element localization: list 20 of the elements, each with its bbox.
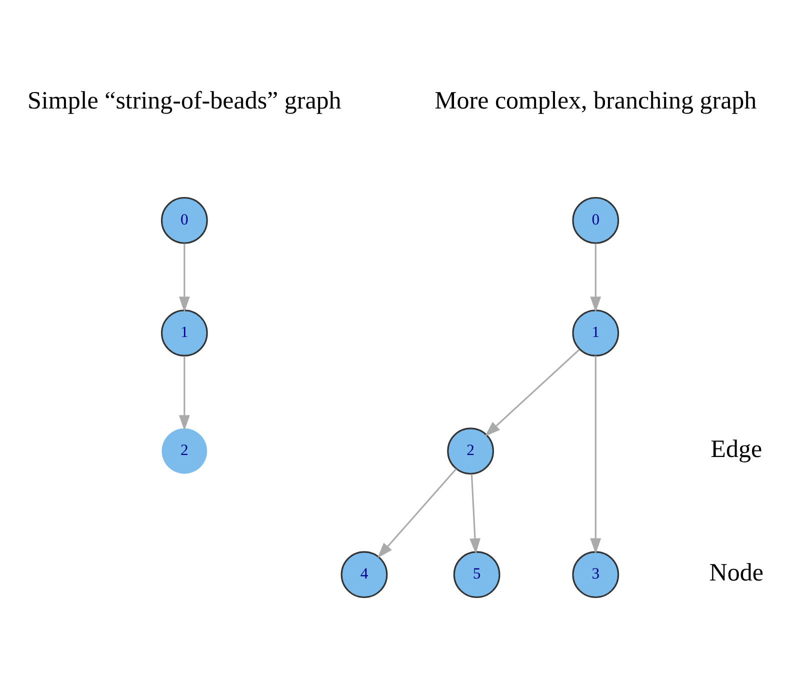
arrow — [178, 356, 190, 431]
arrow — [178, 244, 190, 312]
label: Edge — [710, 436, 762, 464]
label: Node — [709, 560, 764, 587]
node-circle: 5 — [453, 551, 500, 598]
node-circle: 3 — [572, 551, 620, 598]
arrow — [590, 244, 602, 312]
node-circle: 2 — [447, 428, 494, 475]
node-circle: 4 — [340, 551, 388, 598]
node-circle: 0 — [572, 197, 620, 244]
node-circle: 1 — [160, 310, 208, 356]
arrow — [470, 474, 480, 554]
label: Simple “string-of-beads” graph — [28, 87, 342, 114]
label: More complex, branching graph — [434, 87, 757, 114]
arrow — [484, 349, 580, 436]
node-circle: 2 — [162, 428, 208, 474]
arrow — [590, 356, 602, 554]
node-circle: 0 — [160, 197, 208, 244]
node-circle: 1 — [572, 310, 620, 356]
arrow — [377, 468, 457, 558]
